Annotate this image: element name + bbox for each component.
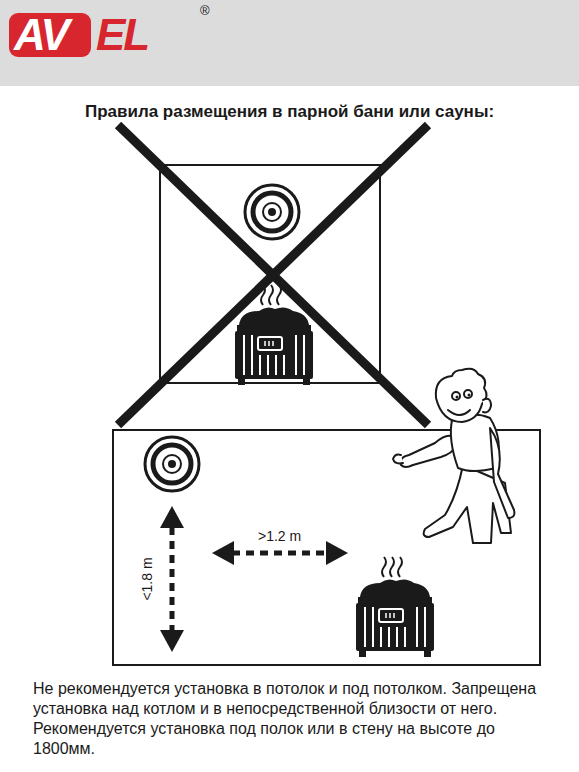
diagram-title: Правила размещения в парной бани или сау…	[0, 102, 579, 122]
logo-letters: AV	[14, 10, 68, 60]
caption-note: Не рекомендуется установка в потолок и п…	[33, 679, 555, 759]
dimension-label: <1.8 m	[139, 557, 155, 600]
logo-letters: EL	[96, 10, 148, 60]
dimension-label: >1.2 m	[258, 528, 301, 544]
registered-mark: ®	[200, 3, 210, 18]
